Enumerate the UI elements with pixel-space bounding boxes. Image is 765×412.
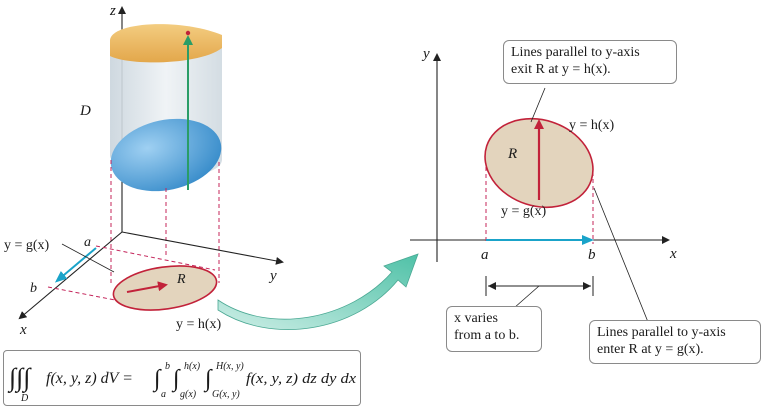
limit-h: h(x) (184, 361, 201, 372)
right-point-a: a (481, 247, 489, 263)
right-y-axis-label: y (421, 46, 430, 62)
limit-a: a (161, 389, 166, 400)
callout-enter-line-2: enter R at y = g(x). (597, 342, 704, 357)
inner-integral-sign: ∫ (203, 366, 213, 393)
right-point-b: b (588, 247, 596, 263)
limit-g: g(x) (180, 389, 197, 400)
point-a-left: a (84, 235, 91, 250)
right-lower-curve-label: y = g(x) (501, 204, 547, 219)
callout-x-line-1: x varies (454, 311, 498, 326)
top-surface (110, 24, 222, 63)
y-axis-label: y (268, 268, 277, 284)
callout-x-line-2: from a to b. (454, 328, 520, 343)
formula-svg: ∫∫∫ D f(x, y, z) dV = ∫ b a ∫ h(x) g(x) … (7, 361, 356, 404)
callout-enter-lower: Lines parallel to y-axis enter R at y = … (589, 320, 761, 364)
x-range-arrow (54, 247, 97, 283)
x-axis-label: x (19, 322, 27, 338)
point-b-left: b (30, 281, 37, 296)
left-lower-curve-label: y = g(x) (4, 238, 50, 253)
x-axis (18, 231, 123, 320)
left-upper-curve-label: y = h(x) (176, 317, 222, 332)
region-R-left-arrow (126, 281, 168, 293)
dimension-head-right (583, 282, 591, 290)
floor-guide-b (47, 286, 116, 301)
formula-box: ∫∫∫ D f(x, y, z) dV = ∫ b a ∫ h(x) g(x) … (3, 350, 361, 406)
floor-guide-a (95, 245, 216, 271)
region-R-left-label: R (176, 272, 186, 287)
callout-x-varies: x varies from a to b. (446, 306, 542, 352)
formula-region-D: D (20, 393, 29, 404)
y-axis (121, 231, 284, 265)
left-figure: z D y x R a b y = g(x) y = h(x (4, 3, 284, 338)
right-upper-curve-label: y = h(x) (569, 118, 615, 133)
bottom-surface (110, 118, 222, 192)
triple-integral-sign: ∫∫∫ (7, 363, 32, 393)
callout-exit-upper: Lines parallel to y-axis exit R at y = h… (503, 40, 677, 84)
callout-enter-line-1: Lines parallel to y-axis (597, 325, 726, 340)
callout-top-leader (530, 87, 546, 123)
callout-bottom-leader (593, 187, 649, 323)
left-lower-curve-leader (61, 243, 115, 273)
callout-exit-line-2: exit R at y = h(x). (511, 62, 611, 77)
region-R-left (112, 265, 218, 311)
formula-rhs-body: f(x, y, z) dz dy dx (246, 371, 356, 387)
region-R-right-label: R (507, 146, 517, 162)
z-axis-label: z (109, 3, 116, 19)
limit-G: G(x, y) (212, 389, 240, 400)
right-figure: y x R y = h(x) y = g(x) a b (410, 46, 677, 323)
top-exit-point (185, 30, 191, 36)
limit-H: H(x, y) (215, 361, 244, 372)
formula-lhs: f(x, y, z) dV = (46, 370, 133, 387)
outer-integral-sign: ∫ (152, 366, 162, 393)
callout-exit-line-1: Lines parallel to y-axis (511, 45, 640, 60)
limit-b: b (165, 361, 170, 372)
callout-x-leader (513, 285, 540, 309)
solid-label-D: D (79, 103, 91, 119)
right-x-axis-label: x (669, 246, 677, 262)
middle-integral-sign: ∫ (171, 366, 181, 393)
dimension-head-left (488, 282, 496, 290)
transfer-arrow (217, 253, 419, 330)
